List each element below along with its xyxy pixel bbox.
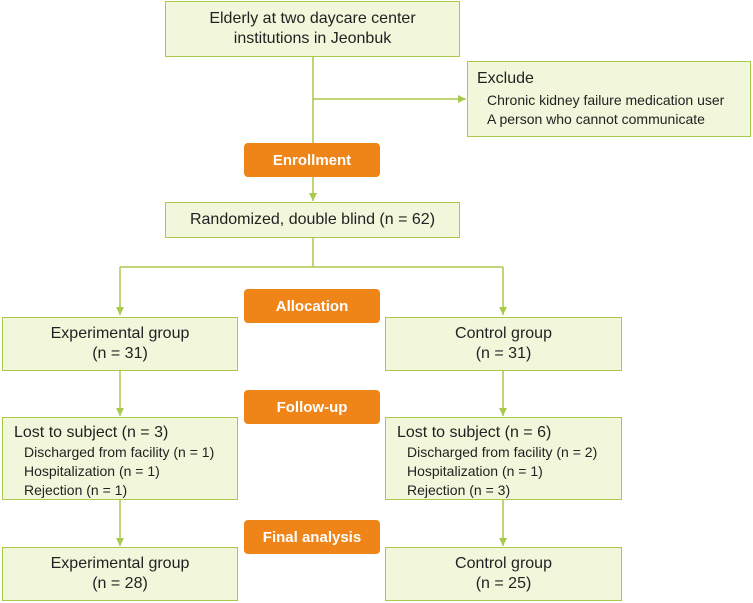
experimental-followup-item: Hospitalization (n = 1) [24,463,160,479]
control-final-name: Control group [455,555,552,572]
stage-final-analysis: Final analysis [244,520,380,554]
randomized-box: Randomized, double blind (n = 62) [165,202,460,238]
exclude-box: Exclude Chronic kidney failure medicatio… [467,61,751,137]
exclude-title: Exclude [477,70,534,87]
randomized-label: Randomized, double blind (n = 62) [189,211,436,228]
experimental-allocation-n: (n = 31) [92,345,148,362]
exclude-item: Chronic kidney failure medication user [487,92,725,108]
stage-enrollment: Enrollment [244,143,380,177]
population-box: Elderly at two daycare center institutio… [165,1,460,57]
stage-followup: Follow-up [244,390,380,424]
experimental-allocation-name: Experimental group [50,325,190,342]
experimental-final-name: Experimental group [50,555,190,572]
control-final-box: Control group (n = 25) [385,547,622,601]
control-allocation-n: (n = 31) [475,345,532,362]
population-line-2: institutions in Jeonbuk [233,30,392,47]
experimental-final-box: Experimental group (n = 28) [2,547,238,601]
experimental-followup-item: Rejection (n = 1) [24,482,128,498]
control-followup-box: Lost to subject (n = 6) Discharged from … [385,417,622,500]
control-followup-item: Hospitalization (n = 1) [407,463,543,479]
control-followup-title: Lost to subject (n = 6) [397,424,552,441]
experimental-followup-title: Lost to subject (n = 3) [14,424,169,441]
experimental-allocation-box: Experimental group (n = 31) [2,317,238,371]
control-allocation-box: Control group (n = 31) [385,317,622,371]
control-followup-item: Rejection (n = 3) [407,482,511,498]
experimental-final-n: (n = 28) [92,575,148,592]
control-allocation-name: Control group [455,325,552,342]
control-followup-item: Discharged from facility (n = 2) [407,444,598,460]
population-line-1: Elderly at two daycare center [209,10,416,27]
control-final-n: (n = 25) [475,575,532,592]
experimental-followup-box: Lost to subject (n = 3) Discharged from … [2,417,238,500]
experimental-followup-item: Discharged from facility (n = 1) [24,444,215,460]
stage-allocation: Allocation [244,289,380,323]
exclude-item: A person who cannot communicate [487,111,705,127]
